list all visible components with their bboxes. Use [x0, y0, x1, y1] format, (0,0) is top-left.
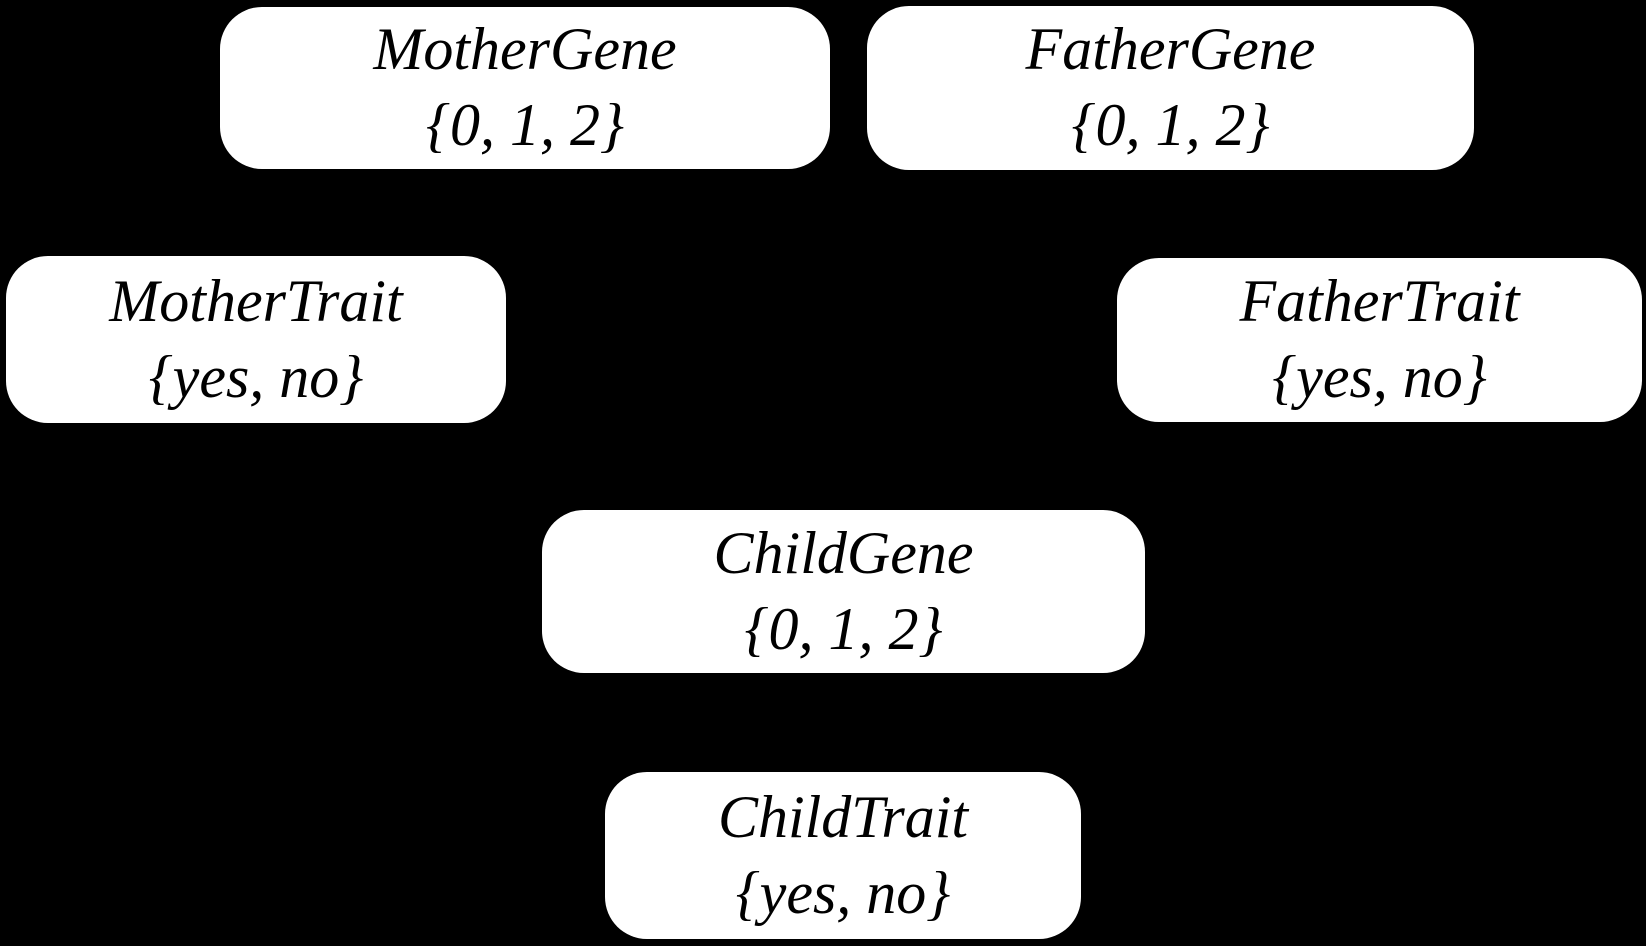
- node-mother-gene: MotherGene {0, 1, 2}: [220, 7, 830, 169]
- node-father-gene: FatherGene {0, 1, 2}: [867, 6, 1474, 170]
- node-mother-trait: MotherTrait {yes, no}: [6, 256, 506, 423]
- node-title: ChildGene: [713, 519, 974, 586]
- node-domain: {yes, no}: [148, 343, 364, 410]
- node-child-gene: ChildGene {0, 1, 2}: [542, 510, 1145, 673]
- node-title: ChildTrait: [717, 783, 969, 850]
- node-title: MotherGene: [373, 16, 677, 83]
- node-domain: {yes, no}: [1272, 344, 1487, 410]
- node-child-trait: ChildTrait {yes, no}: [605, 772, 1081, 939]
- node-title: FatherGene: [1025, 16, 1316, 83]
- node-domain: {0, 1, 2}: [426, 92, 624, 158]
- node-father-trait: FatherTrait {yes, no}: [1117, 258, 1642, 422]
- node-domain: {0, 1, 2}: [1071, 92, 1270, 158]
- node-title: MotherTrait: [109, 267, 403, 334]
- node-domain: {yes, no}: [735, 859, 951, 926]
- node-domain: {0, 1, 2}: [744, 595, 943, 662]
- node-title: FatherTrait: [1239, 268, 1520, 335]
